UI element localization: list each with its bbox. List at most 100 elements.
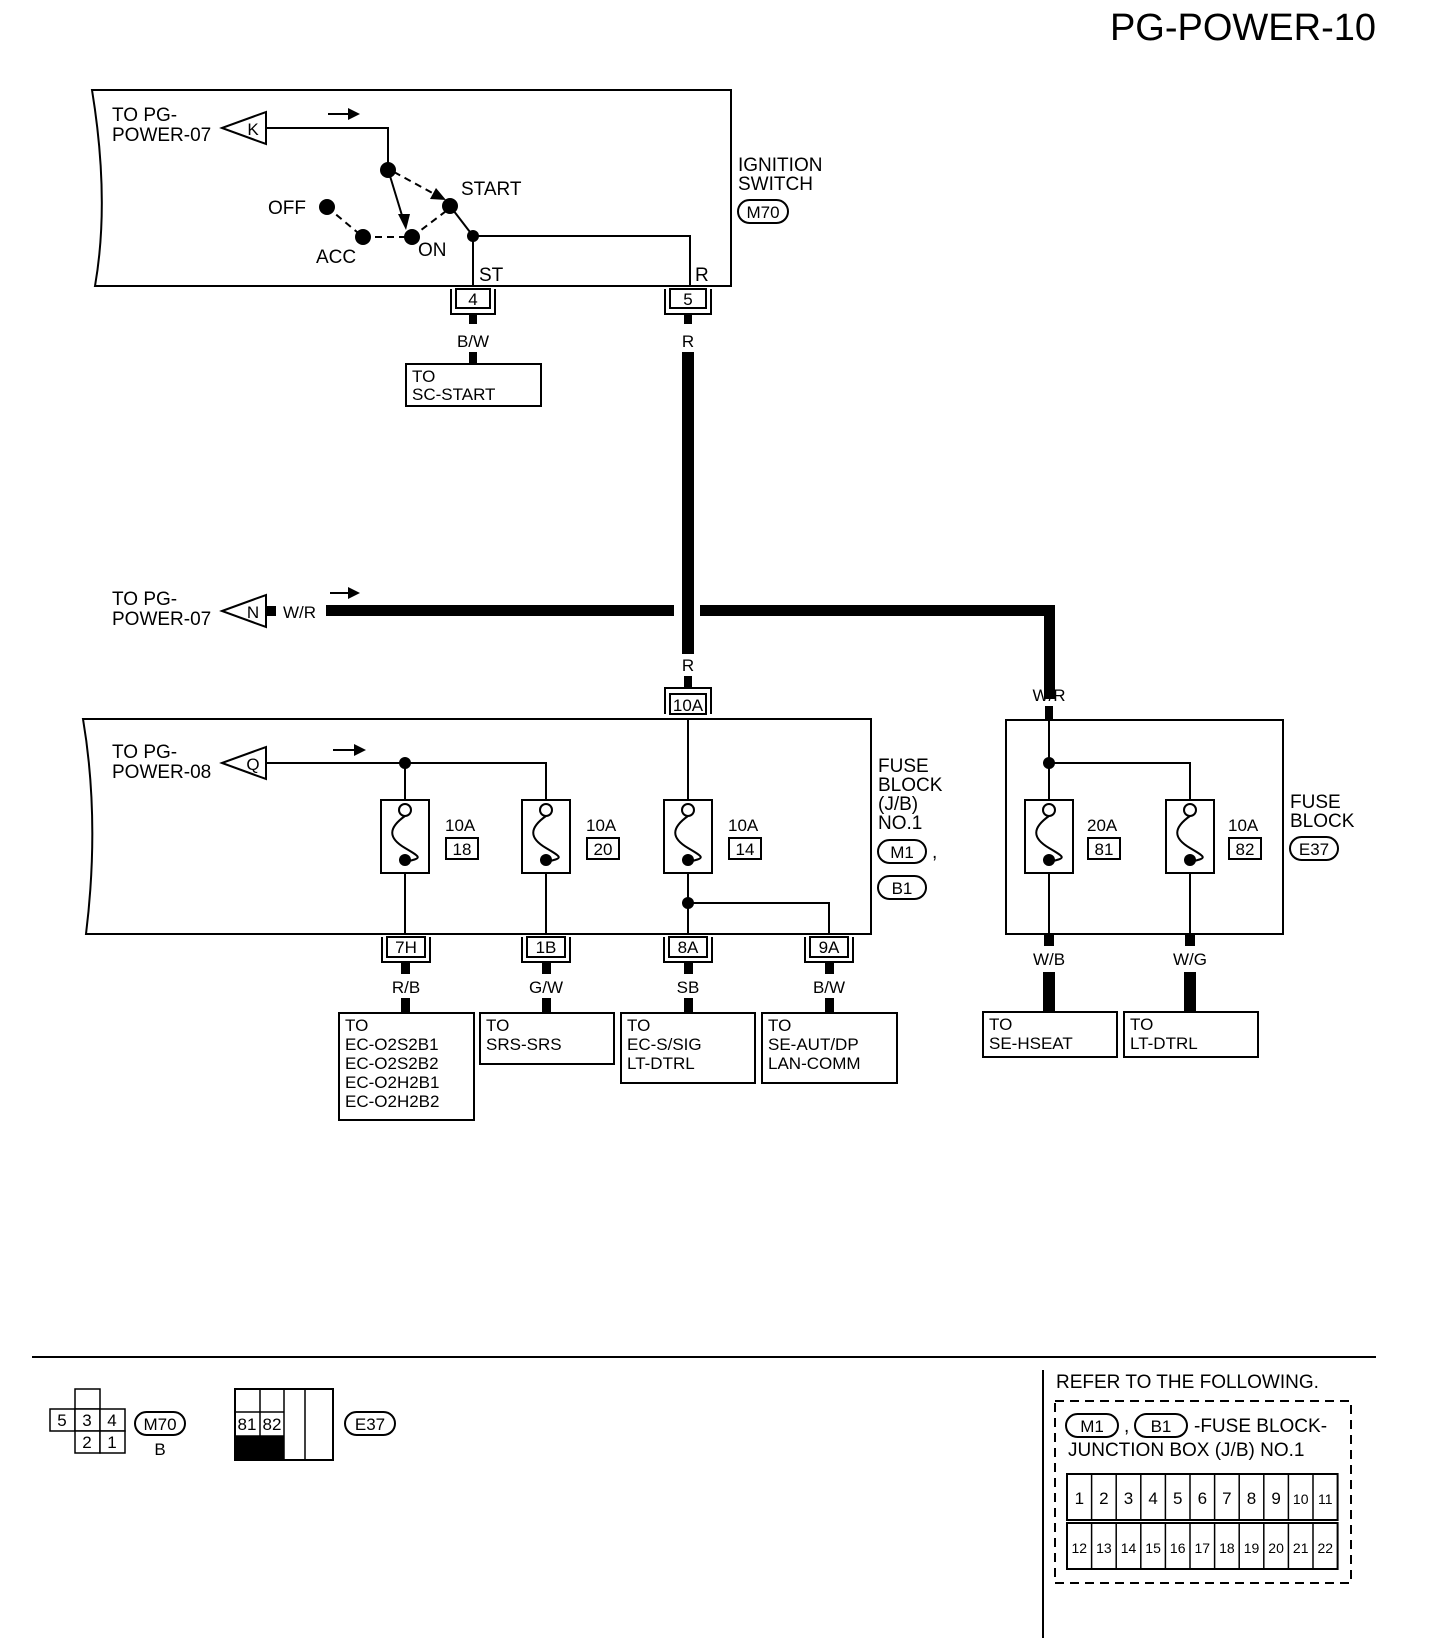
svg-text:,: , [1124, 1416, 1129, 1437]
refer-pin-cell: 21 [1293, 1540, 1309, 1556]
svg-text:M70: M70 [143, 1415, 176, 1434]
wire-bw-9a: B/W [813, 978, 845, 997]
svg-text:POWER-07: POWER-07 [112, 609, 211, 630]
svg-text:20A: 20A [1087, 816, 1118, 835]
svg-text:4: 4 [107, 1411, 116, 1430]
svg-text:18: 18 [453, 840, 472, 859]
pin-10a: 10A [664, 687, 712, 715]
svg-text:EC-O2H2B2: EC-O2H2B2 [345, 1092, 439, 1111]
svg-text:E37: E37 [355, 1415, 385, 1434]
svg-text:TO: TO [486, 1016, 509, 1035]
svg-text:TO: TO [627, 1016, 650, 1035]
svg-text:B1: B1 [892, 879, 913, 898]
svg-text:10A: 10A [673, 696, 704, 715]
connector-comma: , [932, 842, 937, 863]
pin-1b: 1B [521, 936, 571, 963]
fuse-block-e37-title-2: BLOCK [1290, 811, 1355, 832]
pin-8a: 8A [663, 936, 713, 963]
svg-text:TO PG-: TO PG- [112, 742, 177, 763]
refer-pin-cell: 20 [1268, 1540, 1284, 1556]
refer-pin-cell: 17 [1195, 1540, 1211, 1556]
pin-9a: 9A [804, 936, 854, 963]
refer-pin-cell: 16 [1170, 1540, 1186, 1556]
ignition-switch-box: TO PG- POWER-07 K OFF ACC ON START [90, 89, 732, 287]
wire-r-bottom: R [682, 656, 694, 675]
wire-wr-e37: W/R [1032, 686, 1065, 705]
svg-text:10A: 10A [586, 816, 617, 835]
refer-pin-cell: 5 [1173, 1489, 1182, 1508]
dest-lt-dtrl: TO LT-DTRL [1123, 1011, 1259, 1058]
refer-pin-cell: 4 [1148, 1489, 1157, 1508]
svg-text:POWER-08: POWER-08 [112, 762, 211, 783]
svg-text:81: 81 [238, 1415, 257, 1434]
refer-pin-cell: 9 [1271, 1489, 1280, 1508]
svg-text:10A: 10A [445, 816, 476, 835]
svg-text:10A: 10A [1228, 816, 1259, 835]
svg-text:TO: TO [1130, 1015, 1153, 1034]
refer-pin-cell: 6 [1198, 1489, 1207, 1508]
svg-text:EC-O2S2B1: EC-O2S2B1 [345, 1035, 439, 1054]
refer-pin-cell: 14 [1121, 1540, 1137, 1556]
wire-gw: G/W [529, 978, 563, 997]
fuse-82: 10A 82 [1165, 799, 1262, 934]
refer-pin-cell: 1 [1075, 1489, 1084, 1508]
connector-b1-badge: B1 [877, 875, 927, 900]
svg-text:TO: TO [768, 1016, 791, 1035]
refer-panel: REFER TO THE FOLLOWING. M1 , B1 -FUSE BL… [1054, 1372, 1352, 1584]
flow-arrow-n [330, 587, 360, 599]
svg-text:82: 82 [263, 1415, 282, 1434]
dest-se-hseat: TO SE-HSEAT [982, 1011, 1118, 1058]
wire-wg: W/G [1173, 950, 1207, 969]
svg-text:W/R: W/R [283, 603, 316, 622]
refer-pin-cell: 12 [1072, 1540, 1088, 1556]
pin-4: 4 [450, 288, 496, 315]
svg-text:1: 1 [107, 1433, 116, 1452]
svg-text:14: 14 [736, 840, 755, 859]
terminal-r-label: R [695, 265, 709, 286]
svg-text:9A: 9A [819, 938, 840, 957]
svg-text:EC-S/SIG: EC-S/SIG [627, 1035, 702, 1054]
svg-text:POWER-07: POWER-07 [112, 125, 211, 146]
refer-pin-cell: 10 [1293, 1491, 1309, 1507]
connector-m1-badge: M1 [877, 839, 927, 864]
terminal-st-label: ST [479, 265, 504, 286]
svg-text:1B: 1B [536, 938, 557, 957]
refer-pin-cell: 8 [1247, 1489, 1256, 1508]
svg-text:LT-DTRL: LT-DTRL [627, 1054, 695, 1073]
svg-text:EC-O2H2B1: EC-O2H2B1 [345, 1073, 439, 1092]
svg-text:JUNCTION BOX (J/B) NO.1: JUNCTION BOX (J/B) NO.1 [1068, 1440, 1304, 1461]
svg-text:TO PG-: TO PG- [112, 105, 177, 126]
wire-r-top: R [682, 332, 694, 351]
fuse-block-jb-title-3: (J/B) [878, 794, 918, 815]
svg-text:82: 82 [1236, 840, 1255, 859]
svg-text:M1: M1 [890, 843, 914, 862]
connector-view-e37: 81 82 E37 [234, 1388, 396, 1461]
svg-text:10A: 10A [728, 816, 759, 835]
svg-text:LT-DTRL: LT-DTRL [1130, 1034, 1198, 1053]
svg-text:TO: TO [412, 367, 435, 386]
svg-text:81: 81 [1095, 840, 1114, 859]
wire-sb: SB [677, 978, 700, 997]
offpage-q: TO PG- POWER-08 Q [112, 742, 267, 783]
dest-ec-s-sig: TO EC-S/SIG LT-DTRL [620, 1012, 756, 1084]
fuse-20: 10A 20 [521, 799, 620, 934]
fuse-block-e37-title-1: FUSE [1290, 792, 1341, 813]
dest-ec-o2: TO EC-O2S2B1 EC-O2S2B2 EC-O2H2B1 EC-O2H2… [338, 1012, 475, 1121]
connector-e37-badge: E37 [1289, 836, 1339, 861]
svg-text:E37: E37 [1299, 840, 1329, 859]
connector-view-m70: 5 3 4 2 1 M70 B [49, 1388, 186, 1459]
svg-text:M70: M70 [746, 203, 779, 222]
svg-text:7H: 7H [395, 938, 417, 957]
refer-pin-cell: 18 [1219, 1540, 1235, 1556]
svg-text:5: 5 [57, 1411, 66, 1430]
svg-text:EC-O2S2B2: EC-O2S2B2 [345, 1054, 439, 1073]
connector-m70-badge: M70 [737, 199, 789, 224]
svg-text:20: 20 [594, 840, 613, 859]
ignition-switch-title-2: SWITCH [738, 174, 813, 195]
fuse-14: 10A 14 [663, 799, 830, 934]
svg-text:K: K [247, 120, 259, 139]
flow-arrow [328, 108, 360, 120]
refer-pin-cell: 2 [1099, 1489, 1108, 1508]
